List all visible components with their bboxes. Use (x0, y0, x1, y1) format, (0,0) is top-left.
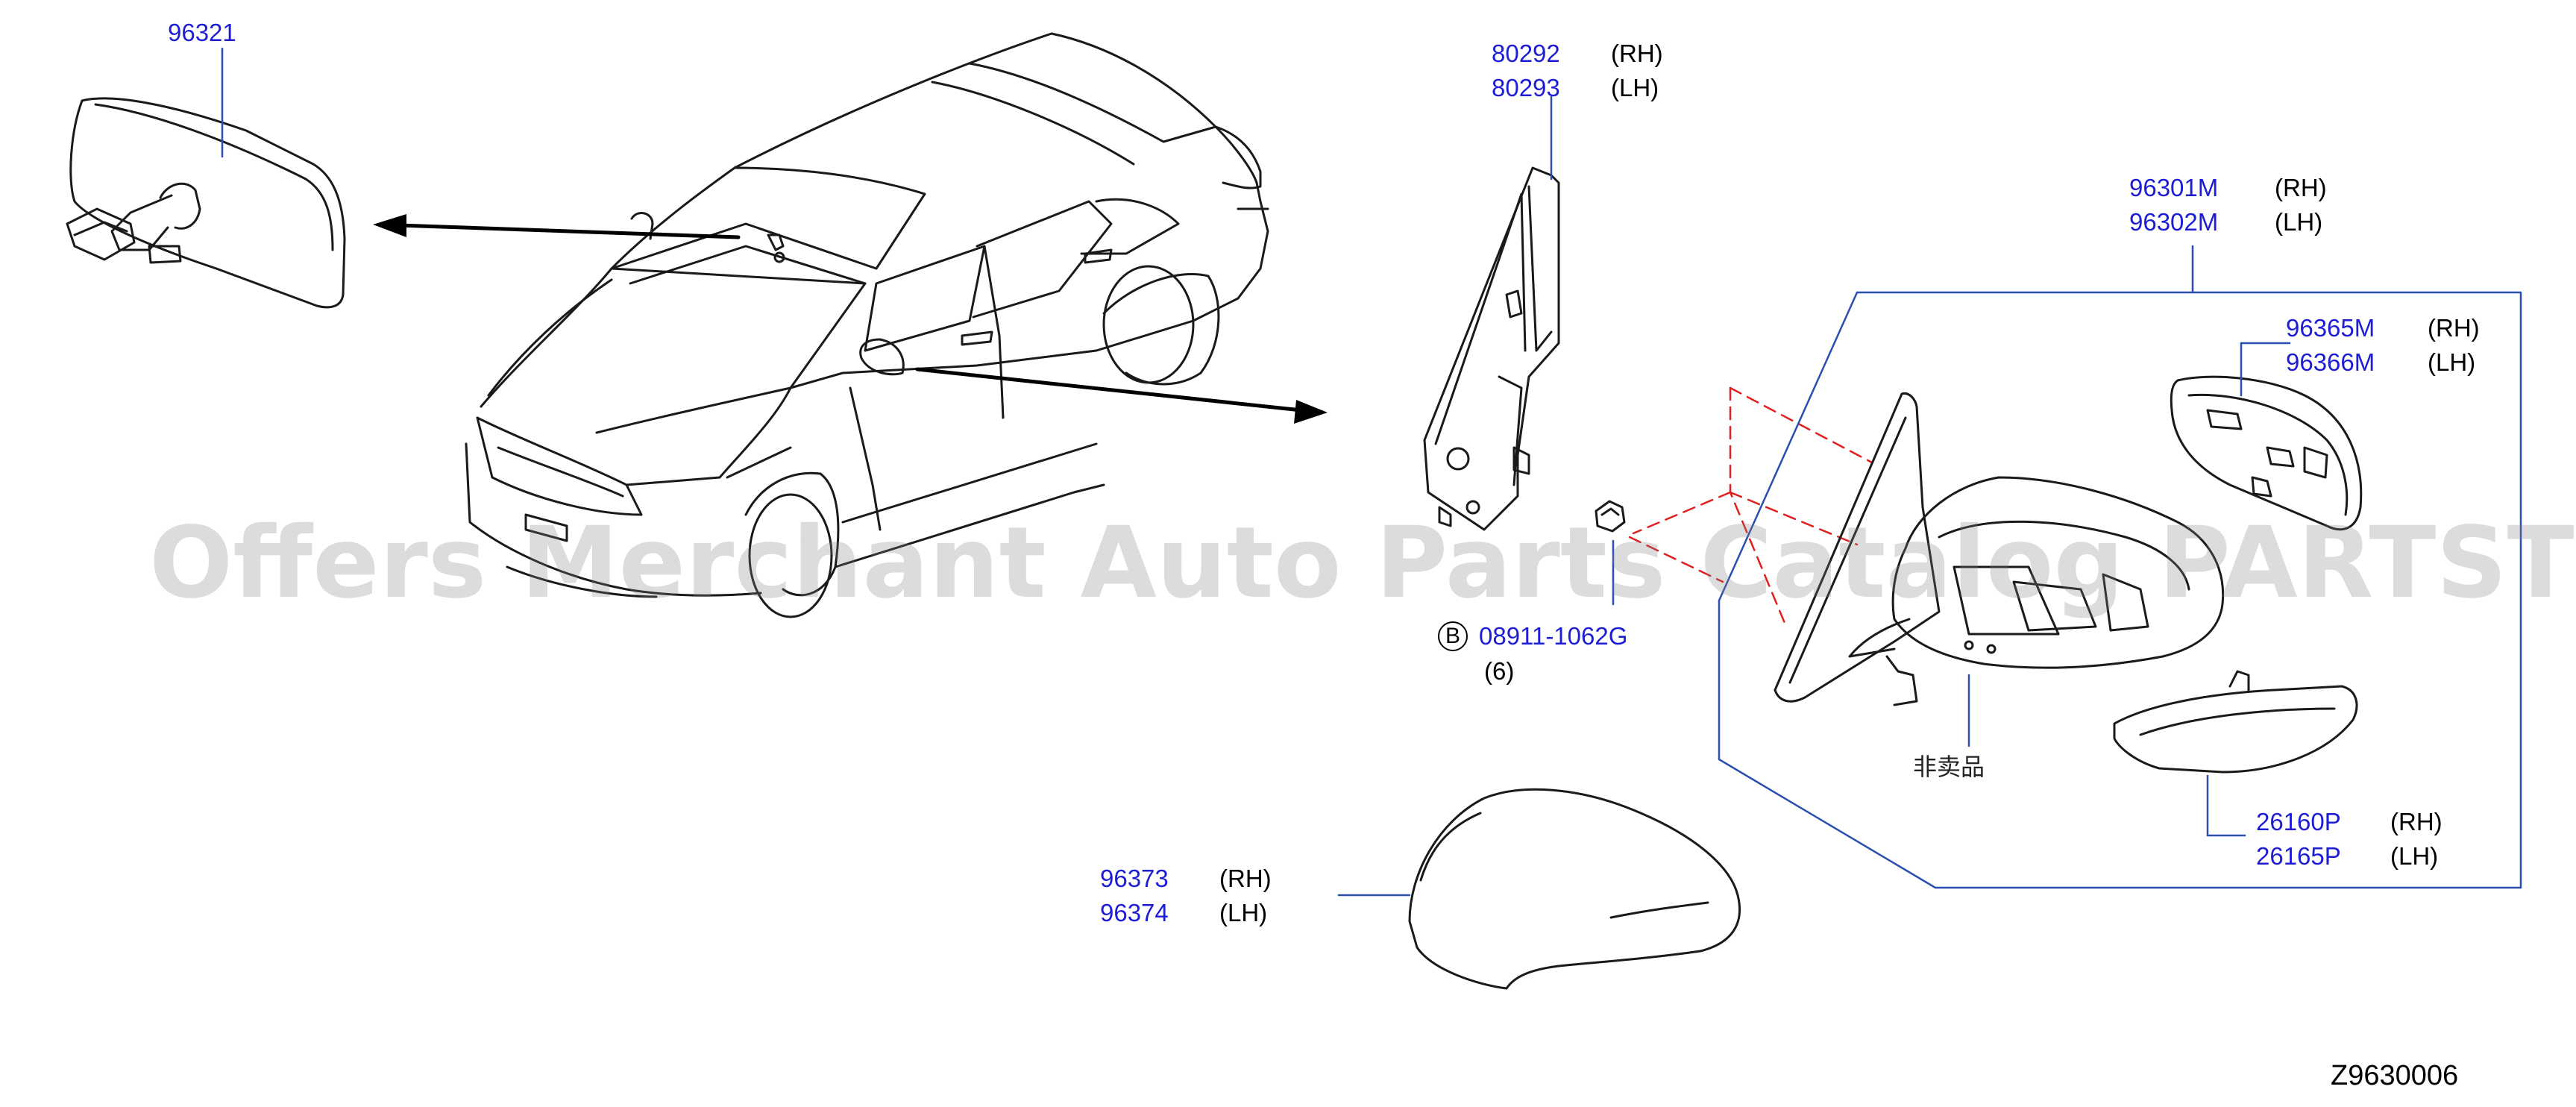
mirror-glass-plate-drawing (1774, 392, 1941, 703)
part-number-mirror-cover-rh[interactable]: 96373 (1100, 865, 1169, 892)
hidden-lines (1628, 386, 1873, 628)
side-turn-lamp-lh: (LH) (2390, 842, 2439, 870)
side-mirror-glass-rh: (RH) (2428, 314, 2480, 342)
reference-badge: B (1438, 621, 1468, 651)
not-for-sale-note: 非卖品 (1913, 753, 1985, 781)
mirror-base-drawing (1423, 166, 1560, 531)
part-number-inside-mirror[interactable]: 96321 (168, 19, 236, 46)
part-number-mirror-base-rh[interactable]: 80292 (1492, 40, 1560, 67)
car-drawing (465, 32, 1269, 618)
nut-drawing (1595, 500, 1626, 533)
part-number-mirror-glass-rh[interactable]: 96365M (2286, 314, 2375, 342)
side-mirror-base-rh: (RH) (1611, 40, 1663, 67)
side-turn-lamp-rh: (RH) (2390, 808, 2443, 835)
side-mirror-cover-lh: (LH) (1219, 899, 1268, 926)
diagram-code: Z9630006 (2331, 1060, 2459, 1091)
turn-lamp-drawing (2113, 670, 2358, 774)
side-mirror-cover-rh: (RH) (1219, 865, 1272, 892)
part-number-door-mirror-lh[interactable]: 96302M (2129, 208, 2219, 236)
side-mirror-glass-lh: (LH) (2428, 348, 2476, 376)
part-number-mirror-glass-lh[interactable]: 96366M (2286, 348, 2375, 376)
part-number-turn-lamp-rh[interactable]: 26160P (2256, 808, 2341, 835)
side-mirror-base-lh: (LH) (1611, 74, 1659, 101)
mirror-cover-drawing (1408, 788, 1741, 990)
leader-lines (221, 47, 2291, 897)
arrows (373, 214, 1328, 424)
side-door-mirror-lh: (LH) (2275, 208, 2323, 236)
part-number-mirror-cover-lh[interactable]: 96374 (1100, 899, 1169, 926)
side-door-mirror-rh: (RH) (2275, 174, 2327, 201)
inside-mirror-drawing (66, 97, 346, 309)
part-number-turn-lamp-lh[interactable]: 26165P (2256, 842, 2341, 870)
part-number-nut[interactable]: 08911-1062G (1479, 622, 1628, 650)
mirror-glass-drawing (2170, 375, 2363, 531)
mirror-body-drawing (1848, 476, 2225, 706)
assembly-boundary (1718, 291, 2522, 889)
part-number-door-mirror-rh[interactable]: 96301M (2129, 174, 2219, 201)
part-number-mirror-base-lh[interactable]: 80293 (1492, 74, 1560, 101)
nut-quantity: (6) (1484, 657, 1515, 685)
